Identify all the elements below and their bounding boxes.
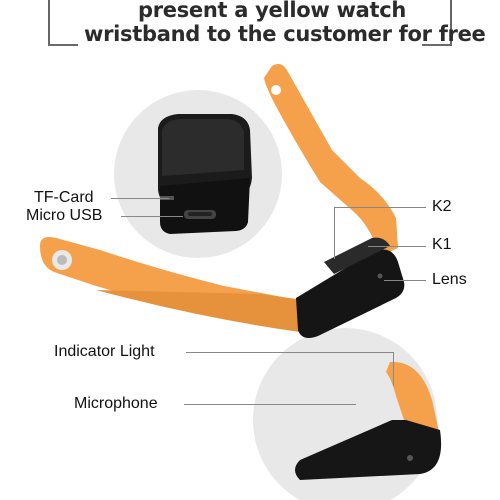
tf-card-pointer bbox=[111, 198, 169, 199]
band-bottom bbox=[96, 290, 304, 332]
k1-pointer bbox=[368, 246, 426, 247]
micro-usb-label: Micro USB bbox=[26, 207, 103, 224]
strap-hole-icon bbox=[271, 85, 281, 95]
mic-hole-icon bbox=[407, 455, 413, 461]
indicator-light-label: Indicator Light bbox=[54, 343, 155, 360]
banner-line-1: present a yellow watch bbox=[138, 0, 407, 22]
k2-pointer-v bbox=[334, 207, 335, 259]
microphone-label: Microphone bbox=[74, 395, 158, 412]
lens-pointer bbox=[384, 280, 426, 281]
indicator-pointer-h bbox=[186, 352, 394, 353]
band-right-strap bbox=[264, 64, 398, 256]
microphone-pointer bbox=[184, 404, 356, 405]
k1-label: K1 bbox=[432, 236, 452, 253]
device-body bbox=[296, 249, 405, 338]
tf-card-label: TF-Card bbox=[34, 189, 94, 206]
banner-rule-right bbox=[422, 44, 452, 46]
promo-banner: present a yellow watch wristband to the … bbox=[48, 0, 486, 46]
device-closeup bbox=[158, 114, 252, 234]
banner-rule-left bbox=[48, 44, 78, 46]
band-closeup bbox=[386, 361, 440, 441]
k2-label: K2 bbox=[432, 198, 452, 215]
banner-line-2: wristband to the customer for free bbox=[84, 22, 486, 46]
k2-pointer-h bbox=[334, 207, 426, 208]
lens-label: Lens bbox=[432, 271, 467, 288]
indicator-pointer-v bbox=[393, 352, 394, 386]
lens-icon bbox=[377, 273, 383, 279]
micro-usb-pointer bbox=[121, 216, 183, 217]
